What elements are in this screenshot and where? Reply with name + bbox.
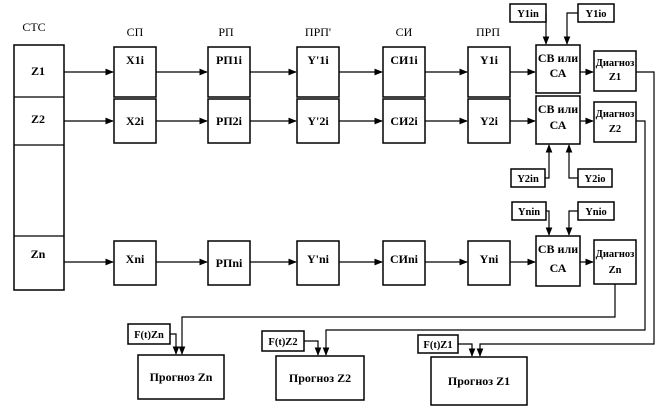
ref-y2in: Y2in <box>517 174 539 185</box>
si-box-rown <box>382 240 426 286</box>
rp-box-row2 <box>207 98 251 144</box>
rp-box-rown <box>207 240 251 286</box>
stc-block: Z1 Z2 Zn <box>13 44 65 291</box>
diagnosis-label-row2-line2: Z2 <box>609 124 621 135</box>
ref-y2io: Y2io <box>585 174 606 185</box>
header-sp: СП <box>127 25 144 39</box>
header-prp: ПРП <box>476 25 500 39</box>
prp-prime-box-row1 <box>296 46 340 98</box>
si-label-rown: СИni <box>390 252 419 266</box>
forecast-input-zn: F(t)Zn <box>127 323 180 355</box>
forecast-box-zn: Прогноз Zn <box>137 354 225 400</box>
route-diagnosis-z2 <box>322 120 646 356</box>
ref-y1in: Y1in <box>517 9 539 20</box>
route-diagnosis-z1 <box>476 71 655 357</box>
rp-label-rown: РПni <box>216 256 243 270</box>
diagnosis-box-row1 <box>593 50 637 92</box>
forecast-box-z1: Прогноз Z1 <box>430 356 528 406</box>
sp-label-rown: Xni <box>126 252 145 266</box>
forecast-input-z2: F(t)Z2 <box>261 330 322 356</box>
forecast-label-z2: Прогноз Z2 <box>289 371 351 385</box>
svg-text:F(t)Z2: F(t)Z2 <box>268 337 297 348</box>
prp-label-row2: Y2i <box>480 114 499 128</box>
references-row1: Y1in Y1io <box>509 3 615 45</box>
sp-box-row1 <box>113 46 157 98</box>
sp-box-row2 <box>113 98 157 144</box>
ref-y1io: Y1io <box>586 9 607 20</box>
forecast-label-z1: Прогноз Z1 <box>448 374 510 388</box>
prp-box-row1 <box>467 46 511 98</box>
diagnosis-label-row2-line1: Диагноз <box>596 109 635 120</box>
sp-label-row1: X1i <box>126 53 145 67</box>
diagnosis-box-row2 <box>593 101 637 143</box>
forecast-input-z1: F(t)Z1 <box>417 334 476 357</box>
stc-z1: Z1 <box>31 64 45 78</box>
stc-zn: Zn <box>31 247 46 261</box>
header-si: СИ <box>396 25 413 39</box>
si-label-row2: СИ2i <box>390 114 418 128</box>
prp-prime-box-rown <box>296 240 340 286</box>
diagnosis-label-rown-line2: Zn <box>609 265 622 276</box>
sv-box-row2 <box>535 95 581 145</box>
row-n: Xni РПni Y'ni СИni Yni СВ или СА Диагноз… <box>64 235 637 287</box>
header-prp-prime: ПРП' <box>305 25 331 39</box>
route-diagnosis-zn <box>178 284 616 355</box>
row-2: X2i РП2i Y'2i СИ2i Y2i СВ или СА Диагноз… <box>64 95 637 145</box>
sv-label-row1-line2: СА <box>550 66 567 80</box>
row-1: X1i РП1i Y'1i СИ1i Y1i СВ или СА Диагноз… <box>64 44 637 98</box>
rp-label-row1: РП1i <box>216 53 243 67</box>
diagnosis-label-row1-line2: Z1 <box>609 72 621 83</box>
si-box-row1 <box>382 46 426 98</box>
ref-ynin: Ynin <box>518 207 540 218</box>
diagnosis-box-rown <box>593 239 637 285</box>
header-stc: СТС <box>22 20 45 34</box>
sv-label-rown-line1: СВ или <box>538 242 578 256</box>
stc-z2: Z2 <box>31 112 45 126</box>
sv-label-row2-line1: СВ или <box>538 102 578 116</box>
rp-label-row2: РП2i <box>216 114 243 128</box>
svg-text:F(t)Zn: F(t)Zn <box>134 330 164 341</box>
sv-label-row1-line1: СВ или <box>538 51 578 65</box>
forecast-label-zn: Прогноз Zn <box>150 370 213 384</box>
sv-box-rown <box>535 235 581 287</box>
prp-prime-label-row2: Y'2i <box>307 114 329 128</box>
header-rp: РП <box>218 25 234 39</box>
si-box-row2 <box>382 98 426 144</box>
references-row2: Y2in Y2io <box>510 144 613 188</box>
references-rown: Ynin Ynio <box>511 201 615 236</box>
diagnosis-label-rown-line1: Диагноз <box>596 249 635 260</box>
forecast-box-z2: Прогноз Z2 <box>275 355 365 401</box>
prp-label-row1: Y1i <box>480 53 499 67</box>
sv-box-row1 <box>535 44 581 94</box>
prp-prime-box-row2 <box>296 98 340 144</box>
diagnosis-label-row1-line1: Диагноз <box>596 58 635 69</box>
prp-box-row2 <box>467 98 511 144</box>
si-label-row1: СИ1i <box>390 53 418 67</box>
sv-label-row2-line2: СА <box>550 118 567 132</box>
prp-box-rown <box>467 240 511 286</box>
svg-text:F(t)Z1: F(t)Z1 <box>423 340 452 351</box>
prp-label-rown: Yni <box>480 252 499 266</box>
ref-ynio: Ynio <box>585 207 607 218</box>
prp-prime-label-row1: Y'1i <box>307 53 329 67</box>
prp-prime-label-rown: Y'ni <box>307 252 330 266</box>
sp-label-row2: X2i <box>126 114 145 128</box>
rp-box-row1 <box>207 46 251 98</box>
sv-label-rown-line2: СА <box>550 261 567 275</box>
sp-box-rown <box>113 240 157 286</box>
